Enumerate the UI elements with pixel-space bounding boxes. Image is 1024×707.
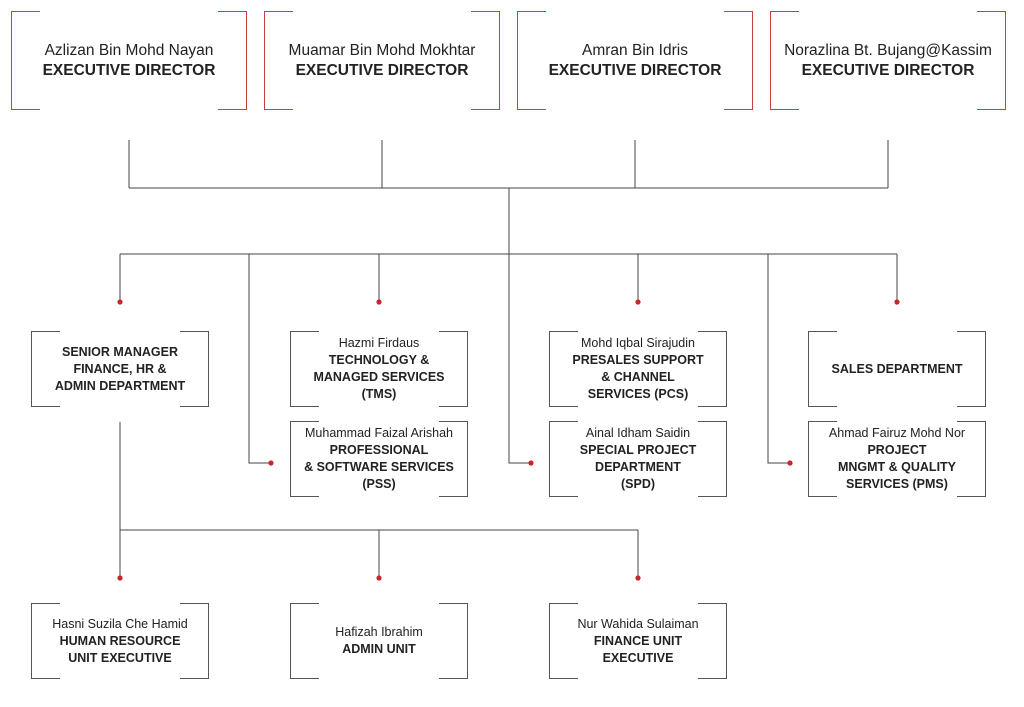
dept-box-tms: Hazmi Firdaus TECHNOLOGY & MANAGED SERVI… bbox=[290, 331, 468, 407]
dept-box-sales: SALES DEPARTMENT bbox=[808, 331, 986, 407]
dept-role: TECHNOLOGY & MANAGED SERVICES (TMS) bbox=[313, 353, 445, 401]
connector-dot bbox=[528, 460, 534, 466]
connector-dot bbox=[894, 299, 900, 305]
exec-role: EXECUTIVE DIRECTOR bbox=[42, 61, 216, 79]
unit-name: Nur Wahida Sulaiman bbox=[577, 616, 699, 631]
dept-name: Muhammad Faizal Arishah bbox=[305, 426, 453, 440]
connector-dot bbox=[635, 299, 641, 305]
unit-role: FINANCE UNIT EXECUTIVE bbox=[593, 633, 683, 665]
dept-role: SENIOR MANAGER FINANCE, HR & ADMIN DEPAR… bbox=[54, 344, 186, 393]
unit-name: Hafizah Ibrahim bbox=[335, 625, 423, 639]
exec-name: Azlizan Bin Mohd Nayan bbox=[44, 41, 214, 59]
exec-box-azlizan: Azlizan Bin Mohd Nayan EXECUTIVE DIRECTO… bbox=[11, 11, 247, 110]
exec-name: Muamar Bin Mohd Mokhtar bbox=[288, 41, 476, 59]
exec-box-muamar: Muamar Bin Mohd Mokhtar EXECUTIVE DIRECT… bbox=[264, 11, 500, 110]
connector-dot bbox=[117, 299, 123, 305]
unit-role: HUMAN RESOURCE UNIT EXECUTIVE bbox=[59, 633, 181, 665]
dept-box-spd: Ainal Idham Saidin SPECIAL PROJECT DEPAR… bbox=[549, 421, 727, 497]
unit-box-admin: Hafizah Ibrahim ADMIN UNIT bbox=[290, 603, 468, 679]
exec-name: Norazlina Bt. Bujang@Kassim bbox=[784, 41, 992, 59]
connector-dot bbox=[268, 460, 274, 466]
dept-box-pss: Muhammad Faizal Arishah PROFESSIONAL & S… bbox=[290, 421, 468, 497]
connector-dot bbox=[376, 299, 382, 305]
dept-role: PROJECT MNGMT & QUALITY SERVICES (PMS) bbox=[837, 443, 957, 491]
exec-name: Amran Bin Idris bbox=[582, 41, 688, 59]
exec-box-amran: Amran Bin Idris EXECUTIVE DIRECTOR bbox=[517, 11, 753, 110]
dept-box-pms: Ahmad Fairuz Mohd Nor PROJECT MNGMT & QU… bbox=[808, 421, 986, 497]
exec-connector bbox=[128, 140, 889, 189]
dept-role: PRESALES SUPPORT & CHANNEL SERVICES (PCS… bbox=[572, 353, 704, 401]
exec-role: EXECUTIVE DIRECTOR bbox=[801, 61, 975, 79]
dept-name: Hazmi Firdaus bbox=[338, 336, 420, 350]
unit-role: ADMIN UNIT bbox=[342, 642, 416, 656]
dept-role: SALES DEPARTMENT bbox=[831, 361, 963, 376]
connector-dot bbox=[787, 460, 793, 466]
dept-name: Ahmad Fairuz Mohd Nor bbox=[828, 426, 966, 440]
dept-role: PROFESSIONAL & SOFTWARE SERVICES (PSS) bbox=[304, 443, 454, 491]
dept-name: Mohd Iqbal Sirajudin bbox=[581, 336, 695, 350]
dept-box-pcs: Mohd Iqbal Sirajudin PRESALES SUPPORT & … bbox=[549, 331, 727, 407]
exec-box-norazlina: Norazlina Bt. Bujang@Kassim EXECUTIVE DI… bbox=[770, 11, 1006, 110]
exec-role: EXECUTIVE DIRECTOR bbox=[548, 61, 722, 79]
dept-name: Ainal Idham Saidin bbox=[585, 426, 691, 440]
connector-dot bbox=[376, 575, 382, 581]
dept-elbows bbox=[248, 254, 790, 464]
dept-drops bbox=[119, 254, 898, 302]
connector-dot bbox=[117, 575, 123, 581]
dept-role: SPECIAL PROJECT DEPARTMENT (SPD) bbox=[579, 443, 697, 491]
connector-dot bbox=[635, 575, 641, 581]
unit-box-hr: Hasni Suzila Che Hamid HUMAN RESOURCE UN… bbox=[31, 603, 209, 679]
unit-name: Hasni Suzila Che Hamid bbox=[52, 616, 188, 631]
dept-box-finance-hr-admin: SENIOR MANAGER FINANCE, HR & ADMIN DEPAR… bbox=[31, 331, 209, 407]
sub-connector bbox=[119, 422, 639, 578]
exec-role: EXECUTIVE DIRECTOR bbox=[295, 61, 469, 79]
unit-box-finance: Nur Wahida Sulaiman FINANCE UNIT EXECUTI… bbox=[549, 603, 727, 679]
